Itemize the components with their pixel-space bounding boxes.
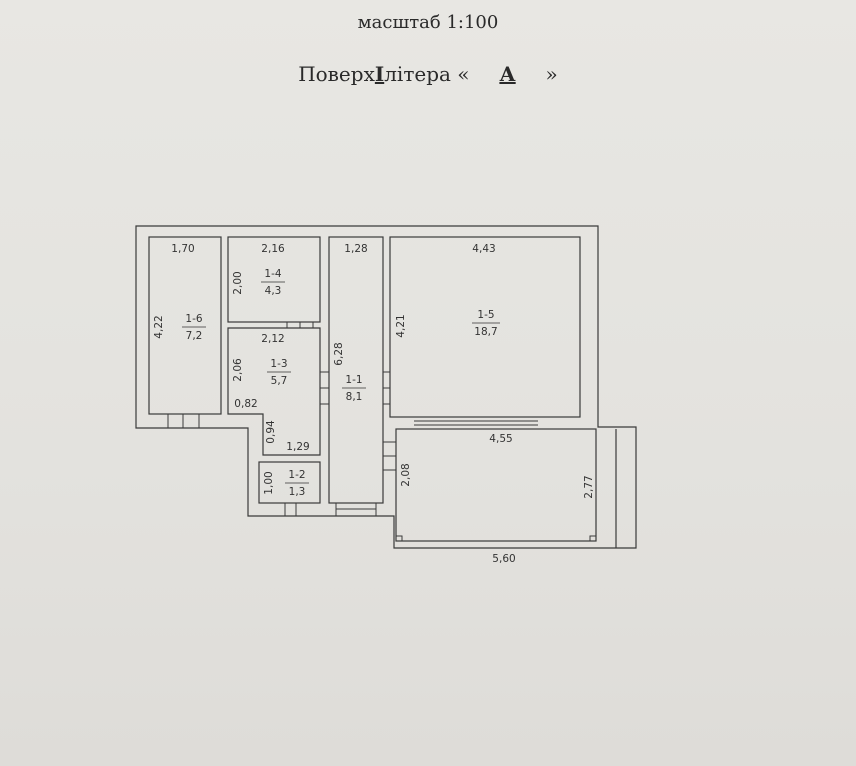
room-1-3-outline <box>227 327 321 456</box>
dim-r11-height: 6,28 <box>333 342 345 365</box>
window-room-1-6 <box>167 414 200 428</box>
dim-r12-height: 1,00 <box>263 471 275 494</box>
dim-r13-lower-height: 0,94 <box>265 420 277 444</box>
dim-r16-width: 1,70 <box>171 243 194 255</box>
window-room-1-5 <box>414 416 538 426</box>
letter-suffix: » <box>545 62 558 86</box>
room-1-6-outline <box>148 236 222 415</box>
room-1-3-id: 1-3 <box>270 358 287 370</box>
floor-title: ПоверхIлітера « А » <box>0 62 856 86</box>
dim-r14-height: 2,00 <box>232 271 244 294</box>
room-1-5-area: 18,7 <box>474 326 497 338</box>
door-terrace <box>383 441 396 471</box>
room-1-2-area: 1,3 <box>289 486 306 498</box>
window-room-1-2 <box>284 502 297 517</box>
dim-r11-width: 1,28 <box>344 243 367 255</box>
letter-prefix: літера « <box>384 62 470 86</box>
dim-r13-step: 0,82 <box>234 398 257 410</box>
dim-r15-height: 4,21 <box>395 314 407 337</box>
room-1-4-outline <box>227 236 321 323</box>
room-1-1-outline <box>328 236 384 504</box>
outer-wall <box>135 225 637 549</box>
door-room-1-4 <box>286 322 314 328</box>
floor-prefix: Поверх <box>298 62 375 86</box>
room-1-6-area: 7,2 <box>186 330 203 342</box>
entrance-door <box>335 503 377 516</box>
room-1-1-id: 1-1 <box>345 374 362 386</box>
terrace-post-left <box>395 535 403 542</box>
letter-value: А <box>499 62 516 86</box>
room-1-2-id: 1-2 <box>288 469 305 481</box>
room-1-5-id: 1-5 <box>477 309 494 321</box>
floor-number: I <box>374 62 385 86</box>
door-room-1-3 <box>320 371 329 405</box>
dim-terrace-outer-height: 2,77 <box>583 475 595 498</box>
scale-label: масштаб 1:100 <box>357 12 499 33</box>
dim-r13-height: 2,06 <box>232 358 244 382</box>
dim-r13-lower-width: 1,29 <box>286 441 309 453</box>
room-1-4-area: 4,3 <box>265 285 282 297</box>
room-1-3-area: 5,7 <box>271 375 288 387</box>
dim-r15-width: 4,43 <box>472 243 495 255</box>
room-1-6-id: 1-6 <box>185 313 202 325</box>
dim-r16-height: 4,22 <box>153 315 165 338</box>
dim-terrace-outer-width: 5,60 <box>492 553 515 565</box>
dim-r14-width: 2,16 <box>261 243 285 255</box>
terrace-outline <box>395 428 597 542</box>
room-1-1-area: 8,1 <box>346 391 363 403</box>
dim-terrace-inner-width: 4,55 <box>489 433 512 445</box>
room-1-4-id: 1-4 <box>264 268 281 280</box>
door-room-1-5 <box>383 371 390 405</box>
terrace-post-right <box>589 535 597 542</box>
dim-terrace-height: 2,08 <box>400 463 412 486</box>
dim-r13-width: 2,12 <box>261 333 284 345</box>
